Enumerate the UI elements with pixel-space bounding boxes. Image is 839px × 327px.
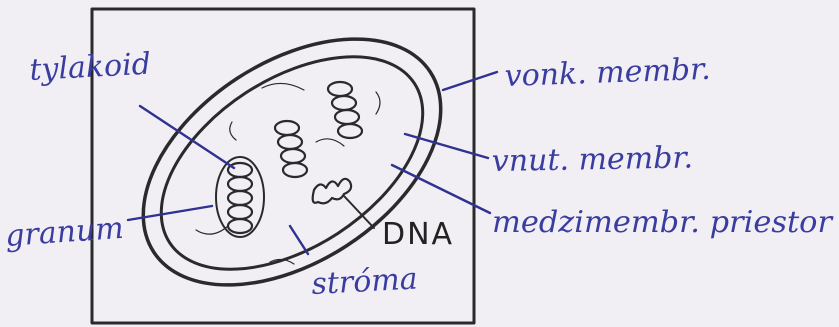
label-dna: DNA: [382, 217, 454, 252]
lamella-line: [230, 122, 236, 140]
leader-dna: [344, 196, 374, 228]
lamella-line: [262, 83, 304, 90]
lamella-line: [376, 92, 380, 114]
thylakoid-disc: [228, 177, 252, 191]
granum-stack-center: [275, 121, 307, 177]
label-thylakoid: tylakoid: [29, 47, 152, 88]
thylakoid-disc: [338, 124, 362, 138]
thylakoid-disc: [283, 163, 307, 177]
thylakoid-disc: [275, 121, 299, 135]
label-inner-membrane: vnut. membr.: [492, 140, 694, 179]
leader-granum: [128, 206, 212, 220]
label-granum: granum: [4, 211, 125, 254]
granum-stack-left: [216, 157, 264, 237]
thylakoid-disc: [335, 110, 359, 124]
leader-inner-membrane: [405, 134, 488, 158]
granum-stack-right: [328, 82, 362, 138]
thylakoid-disc: [328, 82, 352, 96]
label-outer-membrane: vonk. membr.: [504, 52, 711, 94]
thylakoid-disc: [332, 96, 356, 110]
thylakoid-disc: [278, 135, 302, 149]
label-intermembrane-space: medzimembr. priestor: [492, 205, 834, 240]
label-stroma: stróma: [311, 261, 419, 302]
thylakoid-disc: [281, 149, 305, 163]
thylakoid-disc: [228, 191, 252, 205]
thylakoid-disc: [228, 205, 252, 219]
dna-shape: [313, 179, 351, 204]
leader-thylakoid: [140, 106, 234, 168]
thylakoid-disc: [228, 219, 252, 233]
leader-outer-membrane: [443, 72, 497, 90]
lamella-line: [316, 139, 344, 146]
leader-stroma: [290, 226, 308, 254]
